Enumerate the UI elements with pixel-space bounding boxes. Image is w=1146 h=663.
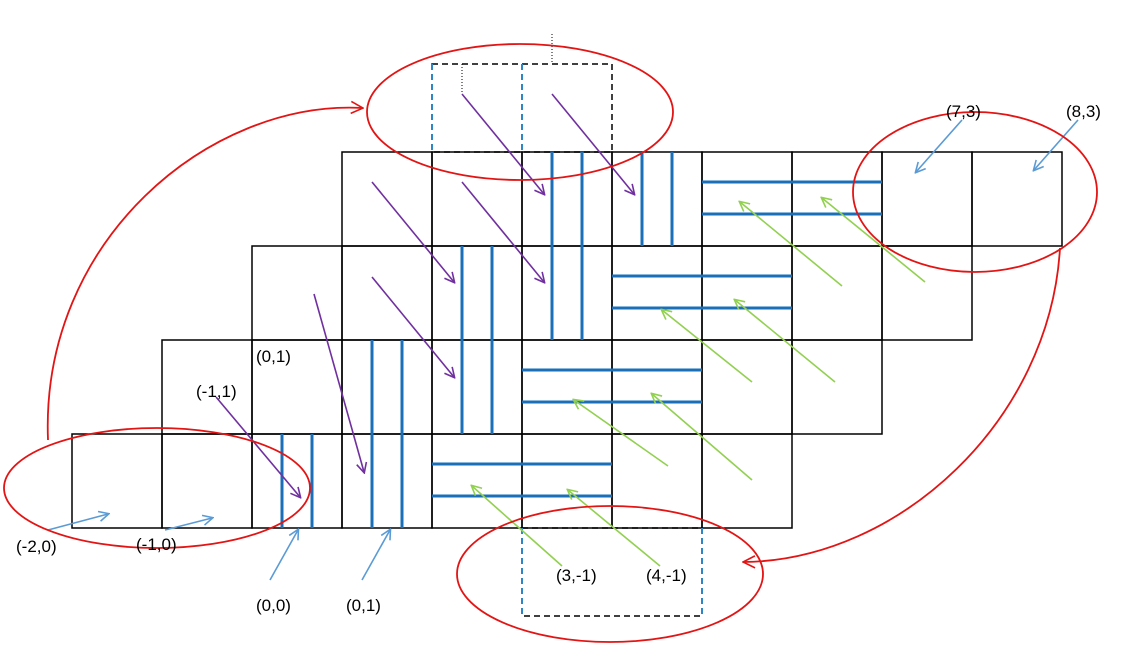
pointer-arrow-3 [361, 530, 390, 581]
purple-arrow-4 [461, 181, 544, 282]
grid-cell-r0-c1 [431, 151, 523, 247]
grid-cell-r2-c7 [791, 339, 883, 435]
grid-cell-r2-c6 [701, 339, 793, 435]
grid-cell-r1-c1 [341, 245, 433, 341]
label-minus1-0: (-1,0) [136, 535, 177, 554]
pointer-arrow-5 [1034, 119, 1079, 170]
grid-cell-r0-c6 [881, 151, 973, 247]
grid-cell-r2-c5 [611, 339, 703, 435]
label-0-1-mid: (0,1) [256, 347, 291, 366]
grid-cell-r3-c6 [611, 433, 703, 529]
purple-arrow-0 [215, 396, 300, 497]
green-arrow-4 [662, 310, 753, 383]
red-ellipse-0 [3, 427, 311, 549]
dashed-ghost-columns [431, 34, 703, 617]
grid-cell-r3-c1 [161, 433, 253, 529]
grid-cell-r2-c3 [431, 339, 523, 435]
label-8-3: (8,3) [1066, 102, 1101, 121]
purple-arrow-2 [371, 276, 454, 377]
grid-cell-r2-c2 [341, 339, 433, 435]
label-minus1-1: (-1,1) [196, 382, 237, 401]
grid-cell-r3-c3 [341, 433, 433, 529]
grid-cell-r1-c2 [431, 245, 523, 341]
blue-bars [280, 152, 882, 528]
label-4-minus1: (4,-1) [646, 566, 687, 585]
arrows [47, 93, 1079, 581]
label-minus2-0: (-2,0) [16, 537, 57, 556]
grid-cell-r0-c2 [521, 151, 613, 247]
green-arrow-1 [568, 490, 661, 567]
grid-cell-r3-c4 [431, 433, 523, 529]
green-arrow-2 [652, 394, 753, 481]
red-ellipse-1 [366, 43, 674, 181]
pointer-arrow-1 [164, 518, 212, 531]
grid-cell-r0-c4 [701, 151, 793, 247]
cell-grid [71, 151, 1063, 529]
pointer-arrow-2 [269, 530, 298, 581]
label-3-minus1: (3,-1) [556, 566, 597, 585]
grid-cell-r1-c0 [251, 245, 343, 341]
purple-arrow-1 [313, 293, 364, 472]
red-ellipse-2 [852, 111, 1098, 273]
label-0-0: (0,0) [256, 596, 291, 615]
green-arrow-5 [735, 300, 836, 383]
red-curve-arrow-right [744, 247, 1061, 562]
green-arrow-6 [740, 202, 843, 287]
red-annotations [3, 43, 1098, 643]
purple-arrow-3 [371, 181, 454, 282]
grid-cell-r3-c2 [251, 433, 343, 529]
grid-cell-r1-c3 [521, 245, 613, 341]
red-ellipse-3 [456, 505, 764, 643]
grid-cell-r1-c6 [791, 245, 883, 341]
pointer-arrow-4 [916, 119, 963, 172]
grid-cell-r2-c4 [521, 339, 613, 435]
green-arrow-3 [574, 400, 669, 467]
grid-cell-r3-c7 [701, 433, 793, 529]
grid-cell-r3-c0 [71, 433, 163, 529]
grid-cell-r1-c4 [611, 245, 703, 341]
red-curve-arrow-left [47, 108, 362, 441]
purple-arrow-6 [551, 93, 634, 194]
coordinate-labels: (-2,0) (-1,0) (0,0) (0,1) (-1,1) (0,1) (… [16, 102, 1101, 615]
grid-cell-r1-c7 [881, 245, 973, 341]
label-0-1-bottom: (0,1) [346, 596, 381, 615]
grid-cell-r0-c0 [341, 151, 433, 247]
grid-cell-r0-c7 [971, 151, 1063, 247]
label-7-3: (7,3) [946, 102, 981, 121]
green-arrow-7 [822, 198, 926, 283]
grid-cell-r0-c3 [611, 151, 703, 247]
pointer-arrow-0 [47, 514, 108, 531]
grid-cell-r1-c5 [701, 245, 793, 341]
purple-arrow-5 [461, 93, 544, 194]
green-arrow-0 [472, 486, 563, 567]
